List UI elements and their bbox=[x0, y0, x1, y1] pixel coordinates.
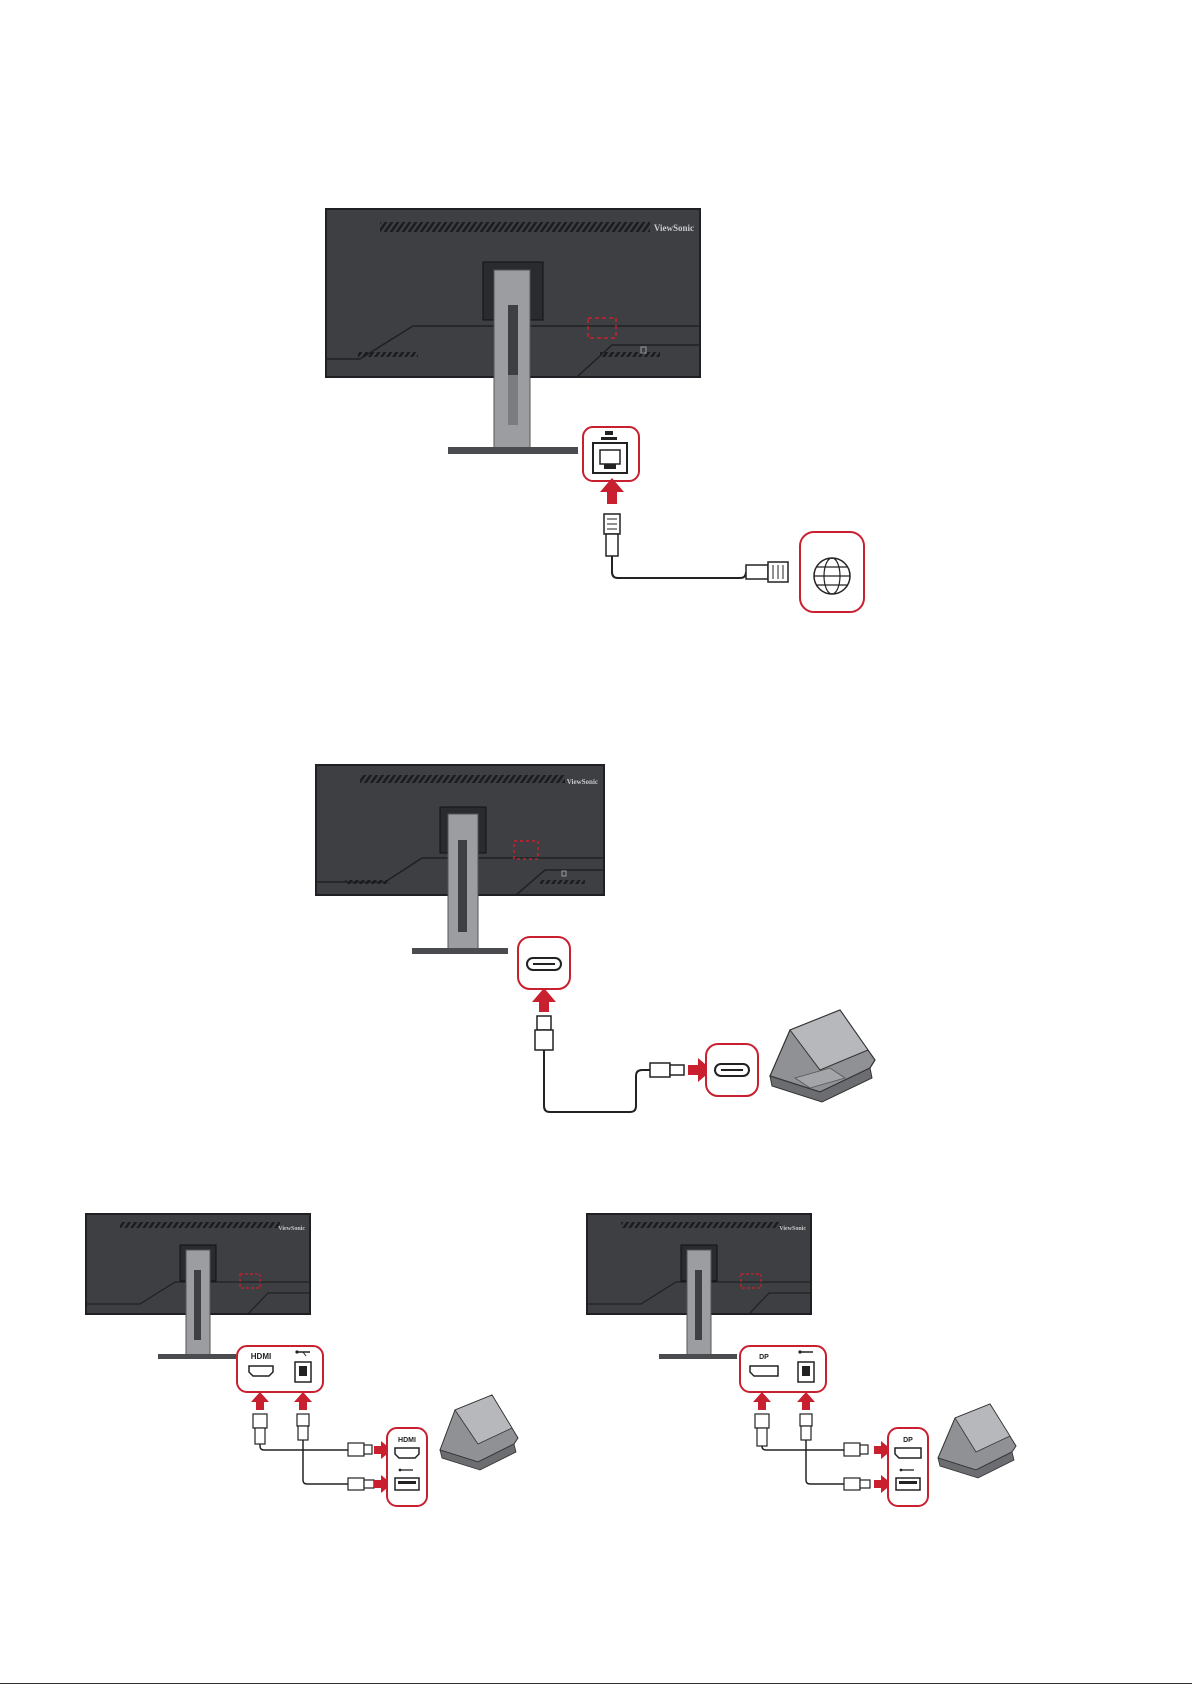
laptop-icon bbox=[938, 1404, 1016, 1478]
arrows-up-red bbox=[753, 1392, 815, 1410]
hdmi-usb-port-callout: HDMI bbox=[237, 1346, 323, 1392]
ethernet-port-callout bbox=[583, 427, 639, 481]
laptop-hdmi-usb-callout: HDMI bbox=[387, 1428, 427, 1506]
internet-callout bbox=[800, 532, 864, 612]
monitor-hdmi: ViewSonic bbox=[86, 1214, 310, 1359]
usb-c-cable bbox=[535, 1016, 684, 1112]
laptop-icon bbox=[440, 1395, 518, 1470]
ethernet-cable bbox=[604, 514, 788, 582]
monitor-dp: ViewSonic bbox=[587, 1214, 811, 1359]
monitor-usb-c: ViewSonic bbox=[316, 765, 604, 954]
hdmi-label: HDMI bbox=[398, 1437, 416, 1444]
brand-logo: ViewSonic bbox=[567, 778, 598, 786]
hdmi-usb-cables bbox=[253, 1414, 374, 1490]
hdmi-label: HDMI bbox=[251, 1352, 271, 1361]
arrows-up-red bbox=[251, 1392, 312, 1410]
brand-logo: ViewSonic bbox=[654, 223, 694, 233]
dp-usb-cables bbox=[755, 1414, 870, 1490]
dp-usb-port-callout: DP bbox=[740, 1346, 826, 1392]
dp-label: DP bbox=[903, 1437, 913, 1444]
monitor-ethernet: ViewSonic bbox=[326, 209, 700, 454]
arrow-up-red bbox=[532, 988, 556, 1012]
brand-logo: ViewSonic bbox=[278, 1226, 305, 1232]
laptop-usb-c-callout bbox=[706, 1044, 758, 1096]
footer-rule bbox=[0, 1683, 1192, 1684]
dp-label: DP bbox=[759, 1354, 769, 1361]
laptop-dp-usb-callout: DP bbox=[888, 1428, 928, 1506]
brand-logo: ViewSonic bbox=[779, 1226, 806, 1232]
laptop-icon bbox=[770, 1010, 875, 1102]
usb-c-port-callout bbox=[518, 937, 570, 989]
